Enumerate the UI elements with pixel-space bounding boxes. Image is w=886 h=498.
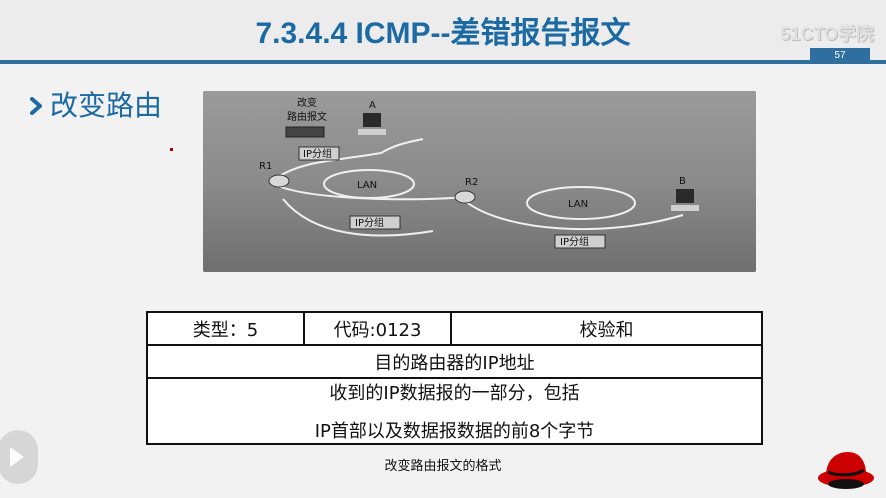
datagram-part-cell: 收到的IP数据报的一部分，包括 IP首部以及数据报数据的前8个字节 [148,379,761,443]
header-rule [0,60,886,64]
datagram-part-line1: 收到的IP数据报的一部分，包括 [329,383,580,404]
table-row: 收到的IP数据报的一部分，包括 IP首部以及数据报数据的前8个字节 [148,379,761,443]
code-cell: 代码:0123 [305,313,452,344]
brand-watermark: 51CTO学院 [780,24,874,44]
chevron-right-icon [30,89,42,115]
label-lan-left: LAN [357,180,377,191]
icmp-redirect-format-table: 类型：5 代码:0123 校验和 目的路由器的IP地址 收到的IP数据报的一部分… [146,311,763,445]
table-row: 目的路由器的IP地址 [148,346,761,379]
play-icon [10,447,24,467]
slide-title: 7.3.4.4 ICMP--差错报告报文 [255,17,631,50]
label-host-a: A [369,100,376,111]
network-diagram-photo: 改变 路由报文 A B R1 R2 LAN LAN IP分组 IP分组 IP分组 [203,91,756,272]
type-cell: 类型：5 [148,313,305,344]
play-button[interactable] [0,430,38,484]
checksum-cell: 校验和 [579,319,634,341]
label-msg-line1: 改变 [297,96,317,109]
table-row: 类型：5 代码:0123 校验和 [148,313,761,346]
label-router-r2: R2 [465,177,478,188]
header: 7.3.4.4 ICMP--差错报告报文 51CTO学院 [0,0,886,60]
label-ip-packet-bottom-left: IP分组 [355,216,384,229]
bullet-text: 改变路由 [50,89,163,122]
label-ip-packet-top: IP分组 [303,147,332,160]
page-number: 57 [810,48,870,64]
label-ip-packet-bottom-right: IP分组 [560,235,589,248]
router-ip-cell: 目的路由器的IP地址 [374,352,535,374]
laser-dot [170,148,173,151]
figure-caption: 改变路由报文的格式 [384,459,502,474]
label-router-r1: R1 [259,161,272,172]
bullet-item: 改变路由 [30,84,162,124]
label-lan-right: LAN [568,199,588,210]
datagram-part-line2: IP首部以及数据报数据的前8个字节 [314,421,595,442]
label-msg-line2: 路由报文 [287,110,327,123]
label-host-b: B [679,176,686,187]
redhat-logo-icon [806,446,876,491]
